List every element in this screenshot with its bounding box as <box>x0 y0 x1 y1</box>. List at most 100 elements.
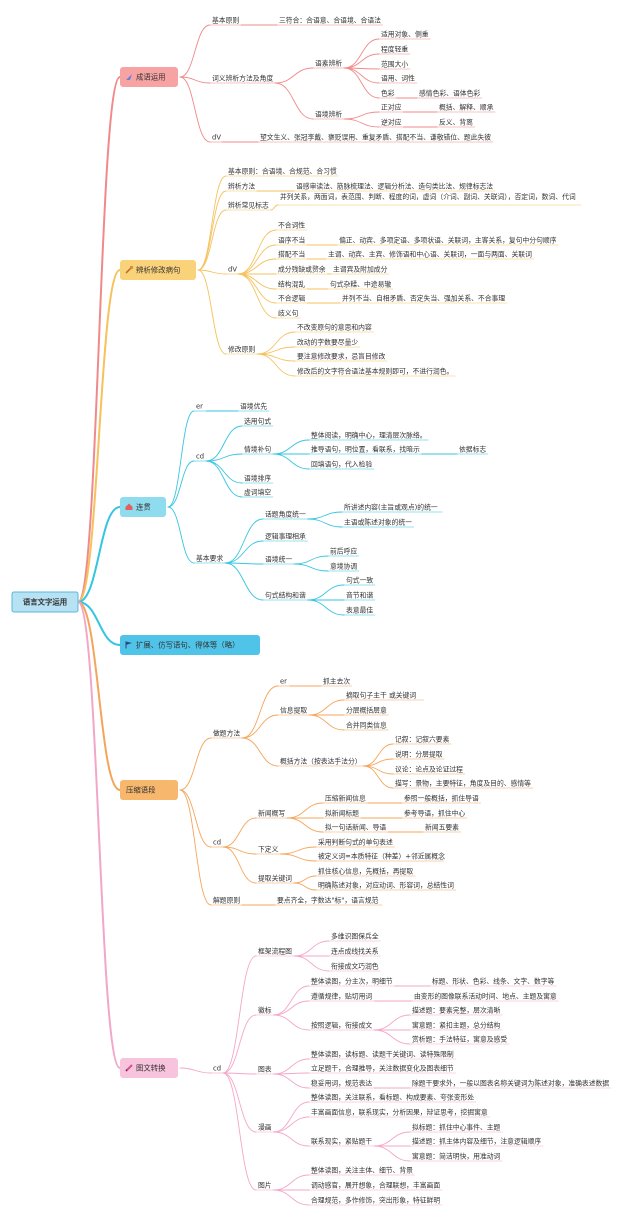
node-y3[interactable]: 抓主去次 <box>321 676 353 687</box>
node-n15[interactable]: 反义、背离 <box>437 117 475 128</box>
branch-node-b1[interactable]: 成语运用 <box>120 67 178 87</box>
node-y11[interactable]: 议论：论点及论证过程 <box>393 764 465 775</box>
node-n5[interactable]: 适用对象、侧重 <box>379 29 431 40</box>
node-t15[interactable]: 图表 <box>256 1064 274 1075</box>
node-t12[interactable]: 描述题：要素完整，层次清晰 <box>410 1005 503 1016</box>
node-y2[interactable]: er <box>278 677 291 687</box>
node-m20[interactable]: 不改变原句的意思和内容 <box>295 322 374 333</box>
node-c4[interactable]: 选用句式 <box>242 416 274 427</box>
node-t3[interactable]: 多维识图保兵全 <box>329 931 381 942</box>
node-t26[interactable]: 寓意题：简洁明快，用准动词 <box>410 1151 503 1162</box>
node-m7[interactable]: 不合词性 <box>276 220 308 231</box>
node-t7[interactable]: 整体读图，分主次，明细节 <box>309 976 395 987</box>
node-n10[interactable]: 感情色彩、语体色彩 <box>417 88 483 99</box>
node-m1[interactable]: 基本原则：合语境、合规范、合习惯 <box>226 166 339 177</box>
node-m5[interactable]: 并列关系，两面词，表范围、判断、程度的词，虚词（介词、副词、关联词），否定词，数… <box>278 192 582 206</box>
node-c19[interactable]: 意境协调 <box>328 561 360 572</box>
node-m15[interactable]: 句式杂糅、中途易辙 <box>328 279 394 290</box>
node-n2[interactable]: 三符合：合语意、合语境、合语法 <box>277 15 383 26</box>
node-n16[interactable]: dV <box>210 133 223 143</box>
node-t6[interactable]: 徽标 <box>256 1005 274 1016</box>
node-c11[interactable]: 虚词填空 <box>242 487 274 498</box>
node-m12[interactable]: 成分残缺或赘余 <box>276 264 328 275</box>
node-n17[interactable]: 望文生义、张冠李戴、褒贬误用、重复矛盾、搭配不当、谦敬错位、题此失彼 <box>258 132 494 143</box>
node-t28[interactable]: 整体读图，关注主体、细节、背景 <box>309 1165 415 1176</box>
node-m13[interactable]: 主谓宾及附加成分 <box>331 264 390 275</box>
node-y18[interactable]: 参考导语，抓住中心 <box>402 808 468 819</box>
node-c15[interactable]: 主语或陈述对象的统一 <box>342 517 414 528</box>
node-y14[interactable]: 新闻概写 <box>256 808 288 819</box>
node-n14[interactable]: 逆对应 <box>379 117 404 128</box>
node-t23[interactable]: 联系现实，紧贴题干 <box>309 1136 375 1147</box>
node-y1[interactable]: 做题方法 <box>211 728 243 739</box>
node-t4[interactable]: 连点成线找关系 <box>329 946 381 957</box>
node-y23[interactable]: 被定义词=本质特征（种差）+邻近属概念 <box>316 851 445 862</box>
node-t2[interactable]: 框架流程图 <box>256 946 294 957</box>
node-m19[interactable]: 修改原则 <box>226 344 258 355</box>
node-n9[interactable]: 色彩 <box>379 88 397 99</box>
node-c5[interactable]: 情境补句 <box>242 444 274 455</box>
node-m3[interactable]: 语感审读法、筋脉梳理法、逻辑分析法、造句类比法、规律标志法 <box>294 181 496 192</box>
root-node[interactable]: 语言文字运用 <box>11 591 79 613</box>
node-n12[interactable]: 正对应 <box>379 102 404 113</box>
node-m23[interactable]: 修改后的文字符合语法基本规则即可，不进行润色。 <box>295 366 456 377</box>
node-t5[interactable]: 衔接成文巧润色 <box>329 961 381 972</box>
node-m22[interactable]: 要注意修改要求，忌盲目修改 <box>295 351 388 362</box>
node-y6[interactable]: 分层概括层意 <box>344 705 389 716</box>
node-m4[interactable]: 辨析常见标志 <box>226 200 271 211</box>
node-m21[interactable]: 改动的字数要尽量少 <box>295 337 361 348</box>
node-t21[interactable]: 整体读图，关注联系，看标题、构成要素、夸张变形处 <box>309 1092 477 1103</box>
node-c20[interactable]: 句式结构和谐 <box>263 590 308 601</box>
branch-node-b6[interactable]: 图文转换 <box>120 1058 178 1078</box>
node-y21[interactable]: 下定义 <box>256 844 281 855</box>
node-t20[interactable]: 漫画 <box>256 1122 274 1133</box>
node-y26[interactable]: 明确陈述对象，对应动词、形容词，总结性词 <box>316 880 456 891</box>
node-y13[interactable]: cd <box>211 838 224 848</box>
node-m18[interactable]: 歧义句 <box>276 308 301 319</box>
node-c13[interactable]: 话题角度统一 <box>263 509 308 520</box>
node-y12[interactable]: 描写：景物，主要特征，角度及目的、感情等 <box>393 778 533 789</box>
node-c21[interactable]: 句式一致 <box>344 575 376 586</box>
node-c17[interactable]: 语境统一 <box>263 554 295 565</box>
node-t25[interactable]: 描述题：抓主体内容及细节，注意逻辑顺序 <box>410 1136 544 1147</box>
node-t18[interactable]: 稳妥用词，规范表达 <box>309 1078 375 1089</box>
branch-node-b2[interactable]: 辨析修改病句 <box>120 260 196 280</box>
node-n4[interactable]: 语素辨析 <box>313 58 345 69</box>
node-t19[interactable]: 除题干要求外，一般以图表名称关键词为陈述对象，准确表述数据 <box>410 1078 612 1089</box>
node-m2[interactable]: 辨析方法 <box>226 181 258 192</box>
node-c12[interactable]: 基本要求 <box>194 553 226 564</box>
node-y15[interactable]: 压缩新闻信息 <box>323 793 368 804</box>
branch-node-b5[interactable]: 压缩语段 <box>120 780 178 800</box>
node-y9[interactable]: 记叙：记叙六要素 <box>393 734 452 745</box>
node-c18[interactable]: 前后呼应 <box>328 546 360 557</box>
branch-node-b3[interactable]: 连贯 <box>120 497 166 517</box>
node-y10[interactable]: 说明：分层提取 <box>393 749 445 760</box>
node-t17[interactable]: 立足题干，合理推导，关注数据变化及图表细节 <box>309 1063 456 1074</box>
node-n6[interactable]: 程度轻重 <box>379 44 411 55</box>
node-c14[interactable]: 所讲述内容(主旨或观点)的统一 <box>342 502 443 513</box>
node-y17[interactable]: 拟新闻标题 <box>323 808 361 819</box>
node-m8[interactable]: 语序不当 <box>276 235 308 246</box>
node-n8[interactable]: 语用、词性 <box>379 73 417 84</box>
node-t22[interactable]: 丰富画面信息，联系现实，分析因果，辩证思考，挖掘寓意 <box>309 1107 490 1118</box>
node-m9[interactable]: 偏正、动宾、多项定语、多项状语、关联词，主客关系，复句中分句顺序 <box>337 235 559 246</box>
node-m14[interactable]: 结构混乱 <box>276 279 308 290</box>
node-c22[interactable]: 音节和谐 <box>344 590 376 601</box>
node-t24[interactable]: 拟标题：抓住中心事件、主题 <box>410 1122 503 1133</box>
node-t13[interactable]: 寓意题：紧扣主题，总分结构 <box>410 1020 503 1031</box>
node-t8[interactable]: 标题、形状、色彩、线条、文字、数字等 <box>430 976 557 987</box>
node-y22[interactable]: 采用判断句式的单句表述 <box>316 837 395 848</box>
node-m6[interactable]: dV <box>226 265 239 275</box>
node-c23[interactable]: 表意最佳 <box>344 605 376 616</box>
node-t27[interactable]: 图片 <box>256 1180 274 1191</box>
node-y4[interactable]: 信息提取 <box>278 705 310 716</box>
node-t9[interactable]: 遵循规律，贴切用词 <box>309 991 375 1002</box>
node-m16[interactable]: 不合逻辑 <box>276 293 308 304</box>
node-c7[interactable]: 推导语句，明位置，看联系，找暗示 <box>309 444 422 455</box>
node-c9[interactable]: 回填语句，代入检验 <box>309 459 375 470</box>
node-n1[interactable]: 基本原则 <box>210 15 242 26</box>
node-y27[interactable]: 解题原则 <box>211 895 243 906</box>
node-t29[interactable]: 调动感官，展开想象，合理联想，丰富画面 <box>309 1180 443 1191</box>
node-y20[interactable]: 新闻五要素 <box>423 822 461 833</box>
node-y25[interactable]: 抓住核心信息，先概括，再提取 <box>316 866 416 877</box>
